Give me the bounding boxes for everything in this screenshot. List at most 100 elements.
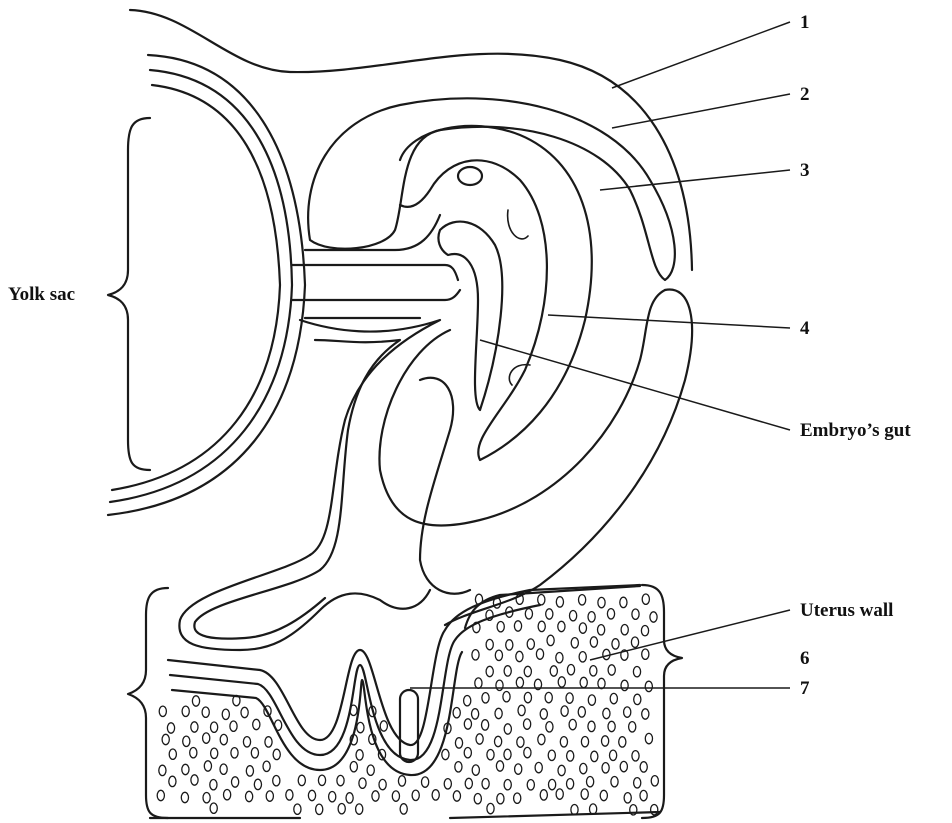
- tissue-cell: [183, 736, 190, 746]
- tissue-cell: [640, 790, 647, 800]
- tissue-cell: [495, 736, 502, 746]
- tissue-cell: [357, 722, 364, 732]
- tissue-cell: [579, 623, 586, 633]
- tissue-cell: [182, 764, 189, 774]
- tissue-cell: [464, 719, 471, 729]
- tissue-cell: [580, 763, 587, 773]
- tissue-cell: [651, 776, 658, 786]
- tissue-cell: [190, 748, 197, 758]
- tissue-cell: [600, 790, 607, 800]
- yolk-sac-brace: [108, 118, 150, 470]
- tissue-cell: [487, 750, 494, 760]
- tissue-cell: [588, 695, 595, 705]
- tissue-cell: [412, 790, 419, 800]
- tissue-cell: [540, 790, 547, 800]
- tissue-cell: [444, 779, 451, 789]
- tissue-cell: [610, 750, 617, 760]
- tissue-cell: [621, 680, 628, 690]
- tissue-cell: [598, 597, 605, 607]
- tissue-cell: [482, 779, 489, 789]
- tissue-cell: [558, 765, 565, 775]
- tissue-cell: [338, 804, 345, 814]
- tissue-cell: [633, 667, 640, 677]
- tissue-cell: [567, 751, 574, 761]
- vessel-7: [400, 690, 418, 762]
- tissue-cell: [275, 720, 282, 730]
- tissue-cell: [579, 595, 586, 605]
- tissue-cell: [497, 794, 504, 804]
- tissue-cell: [580, 677, 587, 687]
- tissue-cell: [504, 666, 511, 676]
- tissue-cell: [581, 737, 588, 747]
- tissue-cell: [610, 693, 617, 703]
- tissue-cell: [567, 779, 574, 789]
- tissue-cell: [634, 694, 641, 704]
- tissue-cell: [232, 777, 239, 787]
- tissue-cell: [538, 595, 545, 605]
- tissue-cell: [515, 764, 522, 774]
- tissue-cell: [540, 709, 547, 719]
- tissue-cell: [602, 736, 609, 746]
- tissue-cell: [545, 692, 552, 702]
- tissue-cell: [243, 737, 250, 747]
- tissue-cell: [465, 778, 472, 788]
- label-6: 6: [800, 648, 810, 669]
- tissue-cell: [608, 721, 615, 731]
- tissue-cell: [273, 776, 280, 786]
- tissue-cell: [524, 719, 531, 729]
- tissue-cell: [561, 706, 568, 716]
- leader-2: [612, 94, 790, 128]
- tissue-cell: [632, 609, 639, 619]
- tissue-cell: [579, 652, 586, 662]
- tissue-cell: [350, 762, 357, 772]
- tissue-cell: [224, 790, 231, 800]
- leader-uterus: [590, 610, 790, 660]
- tissue-cell: [251, 748, 258, 758]
- tissue-cell: [624, 793, 631, 803]
- tissue-cell: [464, 748, 471, 758]
- tissue-cell: [602, 763, 609, 773]
- tissue-cell: [569, 719, 576, 729]
- embryo-body-4: [400, 126, 592, 460]
- tissue-cell: [504, 780, 511, 790]
- tissue-cell: [524, 692, 531, 702]
- tissue-cell: [496, 680, 503, 690]
- tissue-cell: [629, 722, 636, 732]
- tissue-cell: [516, 651, 523, 661]
- tissue-cell: [230, 721, 237, 731]
- tissue-cell: [578, 707, 585, 717]
- tissue-cell: [346, 793, 353, 803]
- tissue-cell: [159, 706, 166, 716]
- tissue-cell: [556, 597, 563, 607]
- tissue-cell: [525, 609, 532, 619]
- label-yolk-sac: Yolk sac: [8, 284, 75, 305]
- tissue-cell: [588, 612, 595, 622]
- tissue-cell: [497, 622, 504, 632]
- tissue-cell: [514, 621, 521, 631]
- tissue-cell: [640, 762, 647, 772]
- tissue-cell: [486, 639, 493, 649]
- tissue-cell: [453, 708, 460, 718]
- tissue-cell: [495, 650, 502, 660]
- tissue-cell: [203, 733, 210, 743]
- tissue-cell: [651, 805, 658, 815]
- tissue-cell: [442, 749, 449, 759]
- tissue-cell: [590, 804, 597, 814]
- tissue-cell: [329, 792, 336, 802]
- tissue-cell: [475, 678, 482, 688]
- tissue-cell: [400, 804, 407, 814]
- tissue-cell: [372, 791, 379, 801]
- tissue-cell: [316, 804, 323, 814]
- label-4: 4: [800, 318, 810, 339]
- tissue-cell: [182, 706, 189, 716]
- tissue-cell: [298, 775, 305, 785]
- label-2: 2: [800, 84, 810, 105]
- label-uterus-wall: Uterus wall: [800, 600, 893, 621]
- tissue-cell: [620, 761, 627, 771]
- leader-1: [612, 22, 790, 88]
- tissue-cell: [380, 721, 387, 731]
- tissue-cell: [517, 737, 524, 747]
- tissue-cell: [246, 791, 253, 801]
- tissue-cell: [556, 653, 563, 663]
